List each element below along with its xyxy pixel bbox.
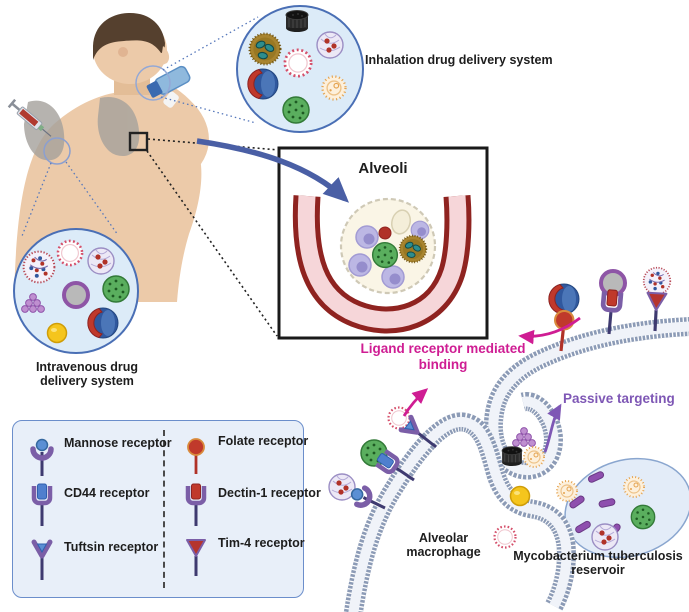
cd44-receptor-icon bbox=[29, 481, 55, 527]
micelle-particle bbox=[62, 281, 90, 309]
macrophage-membrane bbox=[343, 316, 689, 612]
passive-targeting-arrow bbox=[543, 403, 562, 453]
niosome-particle bbox=[623, 476, 645, 498]
capillary-vessel bbox=[292, 194, 472, 334]
legend-label: Tim-4 receptor bbox=[218, 536, 305, 550]
hybrid-mesh-particle bbox=[22, 250, 56, 284]
coated-nanoparticle bbox=[247, 68, 279, 100]
green-dotted-particle bbox=[630, 504, 656, 530]
inhalation-drug-circle bbox=[236, 5, 364, 133]
legend-item-dectin1: Dectin-1 receptor bbox=[183, 481, 321, 527]
tim4-receptor-icon bbox=[185, 538, 207, 577]
inhaler-zoom-line-bottom bbox=[160, 96, 257, 124]
bacteria-loaded-particle bbox=[248, 32, 282, 66]
mouth-zoom-circle bbox=[135, 65, 171, 101]
shoulder-zoom-circle bbox=[43, 137, 71, 165]
green-dotted-particle bbox=[102, 275, 130, 303]
polymer-mesh-particle bbox=[316, 31, 344, 59]
ligand-binding-arrow-left bbox=[402, 388, 429, 417]
niosome-particle bbox=[523, 446, 545, 468]
reservoir-label: Mycobacterium tuberculosis reservoir bbox=[513, 549, 683, 578]
polymer-mesh-particle bbox=[87, 247, 115, 275]
mannose-receptor-icon bbox=[29, 431, 55, 477]
intravenous-drug-circle bbox=[13, 228, 139, 354]
legend-item-mannose: Mannose receptor bbox=[29, 431, 172, 477]
hair bbox=[93, 13, 165, 60]
alveolar-macrophage-label: Alveolar macrophage bbox=[406, 531, 481, 560]
legend-item-folate: Folate receptor bbox=[183, 429, 308, 475]
drug-core-particle bbox=[378, 226, 392, 240]
inhaler-zoom-line-top bbox=[162, 16, 259, 71]
polymer-mesh-particle bbox=[591, 523, 619, 551]
green-dotted-particle bbox=[371, 241, 399, 269]
intravenous-system-label: Intravenous drug delivery system bbox=[35, 360, 139, 389]
inhalation-system-label: Inhalation drug delivery system bbox=[365, 53, 553, 67]
legend-item-tuftsin: Tuftsin receptor bbox=[29, 535, 158, 581]
receptor-legend: Mannose receptor CD44 receptor Tuftsin r… bbox=[12, 420, 321, 598]
niosome-particle bbox=[321, 75, 347, 101]
hybrid-mesh-particle bbox=[642, 266, 672, 296]
membrane-left-wave bbox=[343, 412, 576, 612]
syringe bbox=[7, 98, 52, 137]
dendrimer-particle bbox=[512, 427, 536, 447]
macrophage-cell bbox=[381, 265, 405, 289]
dectin1-receptor-icon bbox=[183, 481, 209, 527]
ligand-binding-label: Ligand receptor mediated binding bbox=[360, 341, 526, 372]
legend-label: Folate receptor bbox=[218, 434, 309, 448]
iv-zoom-line-right bbox=[65, 161, 119, 236]
ear bbox=[118, 47, 128, 57]
macrophage-cell bbox=[355, 225, 379, 249]
gold-nanoparticle bbox=[46, 322, 68, 344]
coated-nanoparticle bbox=[548, 283, 580, 315]
surfactant-body bbox=[391, 209, 411, 235]
alveoli-title: Alveoli bbox=[358, 160, 408, 177]
green-dotted-particle bbox=[282, 96, 310, 124]
alveoli-box bbox=[277, 146, 489, 340]
tuftsin-receptor-icon bbox=[29, 535, 55, 581]
passive-targeting-label: Passive targeting bbox=[563, 391, 675, 406]
nose bbox=[160, 46, 170, 66]
liposome-particle bbox=[56, 239, 84, 267]
legend-item-tim4: Tim-4 receptor bbox=[183, 531, 305, 577]
polymer-mesh-particle bbox=[328, 473, 356, 501]
legend-label: Dectin-1 receptor bbox=[218, 486, 321, 500]
liposome-particle bbox=[283, 48, 313, 78]
gold-nanoparticle bbox=[509, 485, 531, 507]
chest-zoom-square bbox=[128, 131, 149, 152]
legend-label: CD44 receptor bbox=[64, 486, 150, 500]
legend-label: Mannose receptor bbox=[64, 436, 172, 450]
niosome-particle bbox=[556, 480, 578, 502]
inhaler bbox=[146, 65, 191, 98]
macrophage-cell bbox=[348, 253, 372, 277]
legend-divider bbox=[163, 430, 165, 588]
coated-nanoparticle bbox=[87, 307, 119, 339]
bacteria-loaded-particle bbox=[398, 234, 428, 264]
legend-item-cd44: CD44 receptor bbox=[29, 481, 149, 527]
carbon-nanotube-particle bbox=[501, 446, 523, 467]
legend-label: Tuftsin receptor bbox=[64, 540, 159, 554]
folate-receptor-icon bbox=[186, 437, 206, 475]
chest-to-alveoli-arrow bbox=[196, 138, 350, 203]
annotation-arrows bbox=[402, 316, 581, 453]
carbon-nanotube-particle bbox=[285, 10, 309, 33]
ligand-binding-arrow-right bbox=[518, 316, 581, 345]
